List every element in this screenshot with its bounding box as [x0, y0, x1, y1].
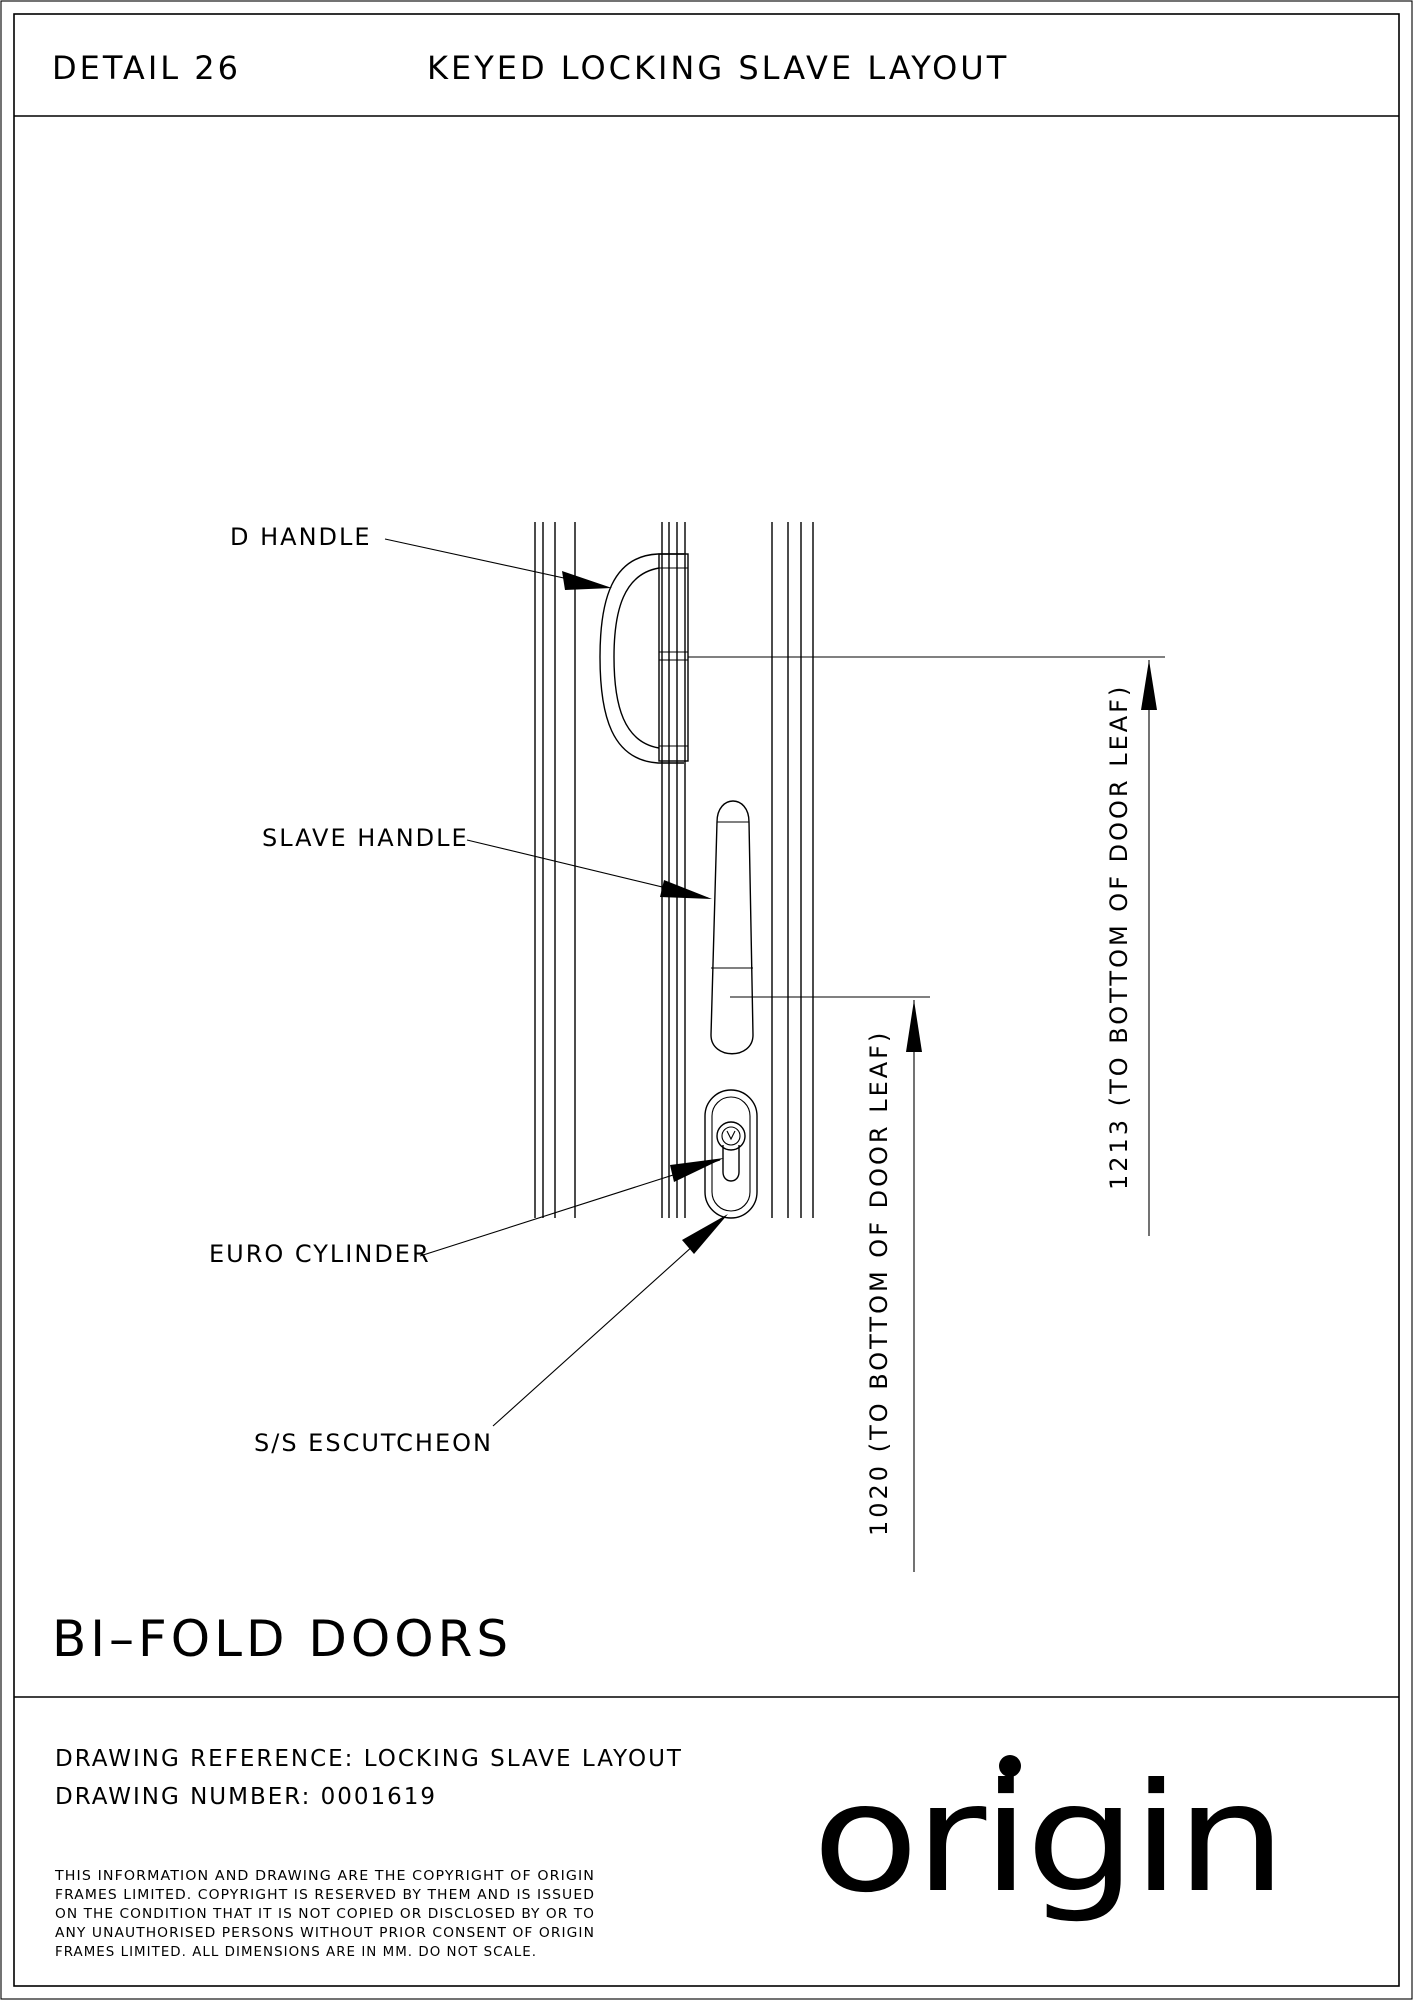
escutcheon-drawing: [704, 1089, 758, 1219]
drawing-reference: DRAWING REFERENCE: LOCKING SLAVE LAYOUT: [55, 1746, 683, 1772]
origin-logo: origin: [812, 1752, 1286, 1926]
euro-cylinder-body: [722, 1145, 740, 1182]
d-handle-backplate: [658, 553, 689, 762]
arrowhead: [1141, 660, 1157, 710]
slave-handle-lever: [710, 800, 754, 1055]
escutcheon-inner: [711, 1096, 751, 1212]
d-handle-drawing: [599, 553, 689, 764]
copyright-notice: THIS INFORMATION AND DRAWING ARE THE COP…: [54, 1869, 595, 1960]
leader-escutcheon: [492, 1217, 725, 1427]
copyright-line: THIS INFORMATION AND DRAWING ARE THE COP…: [54, 1869, 595, 1884]
copyright-line: FRAMES LIMITED. COPYRIGHT IS RESERVED BY…: [55, 1888, 595, 1903]
sheet-frame: [13, 13, 1400, 1987]
copyright-line: FRAMES LIMITED. ALL DIMENSIONS ARE IN MM…: [55, 1945, 537, 1960]
d-handle-grip-outer: [599, 553, 684, 764]
copyright-line: ON THE CONDITION THAT IT IS NOT COPIED O…: [55, 1907, 595, 1922]
drawing-number: DRAWING NUMBER: 0001619: [55, 1784, 437, 1810]
arrowhead: [660, 880, 712, 899]
slave-handle-drawing: [710, 800, 754, 1055]
label-d-handle: D HANDLE: [230, 523, 372, 551]
dim-1020-text: 1020 (TO BOTTOM OF DOOR LEAF): [865, 1030, 893, 1536]
key-icon: [726, 1130, 736, 1141]
leader-euro-cylinder: [419, 1159, 721, 1257]
copyright-line: ANY UNAUTHORISED PERSONS WITHOUT PRIOR C…: [55, 1926, 595, 1941]
logo-dot: [999, 1755, 1021, 1777]
door-profile: [534, 522, 814, 1218]
label-slave-handle: SLAVE HANDLE: [262, 824, 469, 852]
arrowhead: [682, 1214, 728, 1254]
drawing-title: KEYED LOCKING SLAVE LAYOUT: [427, 49, 1009, 87]
logo-wordmark: origin: [812, 1752, 1282, 1926]
euro-cylinder-outer: [716, 1121, 746, 1151]
label-escutcheon: S/S ESCUTCHEON: [254, 1429, 493, 1457]
euro-cylinder-inner: [721, 1126, 741, 1146]
escutcheon-outer: [704, 1089, 758, 1219]
dim-1213-text: 1213 (TO BOTTOM OF DOOR LEAF): [1105, 684, 1133, 1190]
arrowhead: [906, 1000, 922, 1052]
label-euro-cylinder: EURO CYLINDER: [209, 1240, 431, 1268]
arrowhead: [670, 1158, 724, 1182]
detail-number: DETAIL 26: [52, 49, 241, 87]
arrowhead: [562, 571, 612, 590]
d-handle-grip-inner: [613, 567, 660, 749]
product-name: BI–FOLD DOORS: [52, 1610, 512, 1668]
